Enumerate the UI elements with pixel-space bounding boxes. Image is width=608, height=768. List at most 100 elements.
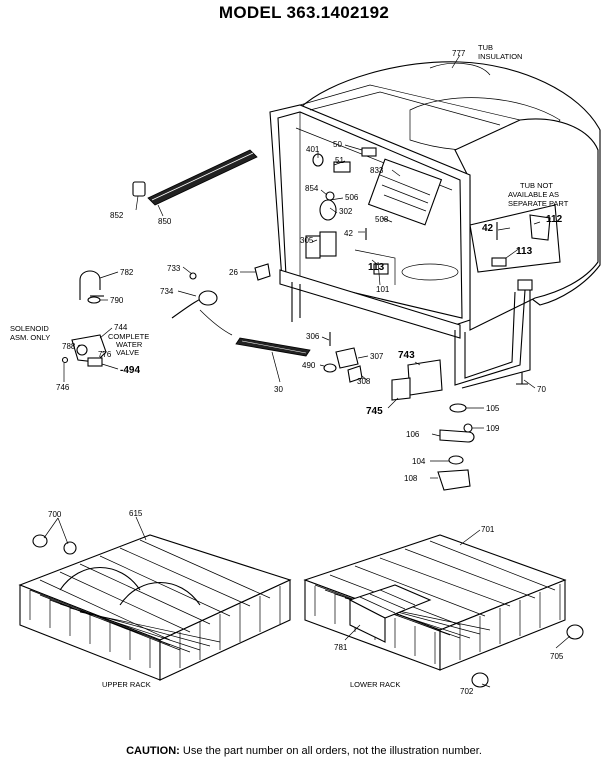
- part-307-bracket: [335, 347, 359, 369]
- part-113-clip: [373, 263, 389, 275]
- callout-113a: 113: [368, 262, 385, 273]
- part-305: [305, 235, 321, 259]
- caution-label: CAUTION:: [126, 745, 180, 757]
- callout-26: 26: [229, 268, 238, 277]
- complete-valve-label-2: WATER: [116, 340, 143, 349]
- callout-746: 746: [56, 383, 70, 392]
- part-745-plate: [391, 377, 411, 401]
- part-702-roller: [471, 672, 489, 688]
- callout-306: 306: [306, 332, 320, 341]
- part-105-washer: [449, 403, 467, 413]
- vent-cap: [319, 199, 337, 221]
- callout-788: 788: [62, 342, 76, 351]
- callout-108: 108: [404, 474, 418, 483]
- callout-307: 307: [370, 352, 384, 361]
- callout-790: 790: [110, 296, 124, 305]
- callout-104: 104: [412, 457, 426, 466]
- page-title: MODEL 363.1402192: [218, 3, 390, 22]
- callout-745: 745: [366, 406, 383, 417]
- callout-42b: 42: [482, 223, 494, 234]
- callout-850: 850: [158, 217, 172, 226]
- part-494: [87, 357, 103, 367]
- part-26-bracket: [254, 263, 271, 281]
- callout-781: 781: [334, 643, 348, 652]
- upper-rack-label: UPPER RACK: [102, 680, 151, 689]
- solenoid-label-1: SOLENOID: [10, 324, 49, 333]
- part-850-bar: [147, 149, 258, 206]
- callout-302: 302: [339, 207, 353, 216]
- part-733-screw: [189, 272, 197, 280]
- upper-rack: [18, 534, 292, 681]
- tub-base-rail: [279, 269, 461, 339]
- caution-note: CAUTION: Use the part number on all orde…: [0, 745, 608, 757]
- callout-733: 733: [167, 264, 181, 273]
- callout-508: 508: [375, 215, 389, 224]
- tub-not-available-label-1: TUB NOT: [520, 181, 553, 190]
- callout-105: 105: [486, 404, 500, 413]
- part-854: [325, 191, 335, 201]
- callout-308: 308: [357, 377, 371, 386]
- leader-lines: [43, 54, 571, 688]
- part-50: [361, 147, 377, 157]
- lower-rack-label: LOWER RACK: [350, 680, 400, 689]
- callout-109: 109: [486, 424, 500, 433]
- callout-112: 112: [546, 214, 563, 225]
- callout-700: 700: [48, 510, 62, 519]
- callout-50: 50: [333, 140, 342, 149]
- callout-777: 777: [452, 49, 466, 58]
- callout-854: 854: [305, 184, 319, 193]
- tub-not-available-label-2: AVAILABLE AS: [508, 190, 559, 199]
- part-109: [463, 423, 473, 433]
- callout-42a: 42: [344, 229, 353, 238]
- part-705-roller: [566, 624, 584, 640]
- solenoid-label-2: ASM. ONLY: [10, 333, 50, 342]
- callout-101: 101: [376, 285, 390, 294]
- part-782-hose: [79, 270, 101, 300]
- callout-490: 490: [302, 361, 316, 370]
- float-switch: [319, 231, 337, 257]
- callout-506: 506: [345, 193, 359, 202]
- callout-776: 776: [98, 350, 112, 359]
- callout-51: 51: [335, 156, 344, 165]
- part-108: [437, 469, 471, 491]
- callout-615: 615: [129, 509, 143, 518]
- callout-702: 702: [460, 687, 474, 696]
- part-113b: [491, 257, 507, 267]
- tub-insulation-label-2: INSULATION: [478, 52, 522, 61]
- callout-401: 401: [306, 145, 320, 154]
- part-743-heater-box: [407, 359, 443, 396]
- callout-744: 744: [114, 323, 128, 332]
- tub-not-available-label-3: SEPARATE PART: [508, 199, 569, 208]
- part-700-roller-a: [32, 534, 48, 548]
- part-852-clip: [132, 181, 146, 197]
- callout-113b: 113: [516, 246, 533, 257]
- callout-701: 701: [481, 525, 495, 534]
- callout-743: 743: [398, 350, 415, 361]
- leveling-bracket: [517, 279, 533, 291]
- part-112: [529, 214, 551, 241]
- callout-70: 70: [537, 385, 546, 394]
- callout-305: 305: [300, 236, 314, 245]
- complete-valve-label-3: VALVE: [116, 348, 139, 357]
- callout-30: 30: [274, 385, 283, 394]
- lower-rack: [303, 534, 567, 671]
- caution-text: Use the part number on all orders, not t…: [179, 745, 482, 757]
- part-700-roller-b: [63, 541, 77, 555]
- part-746-screw: [61, 356, 69, 364]
- detergent-dispenser: [367, 158, 443, 226]
- part-790-clamp: [87, 296, 101, 304]
- part-70-foot: [516, 372, 528, 385]
- complete-valve-label-1: COMPLETE: [108, 332, 149, 341]
- part-104: [448, 455, 464, 465]
- tub-insulation-label-1: TUB: [478, 43, 493, 52]
- callout-734: 734: [160, 287, 174, 296]
- callout-852: 852: [110, 211, 124, 220]
- callout-494: -494: [120, 365, 140, 376]
- part-734-fitting: [198, 290, 218, 306]
- callout-782: 782: [120, 268, 134, 277]
- part-308: [347, 365, 363, 383]
- callout-705: 705: [550, 652, 564, 661]
- callout-106: 106: [406, 430, 420, 439]
